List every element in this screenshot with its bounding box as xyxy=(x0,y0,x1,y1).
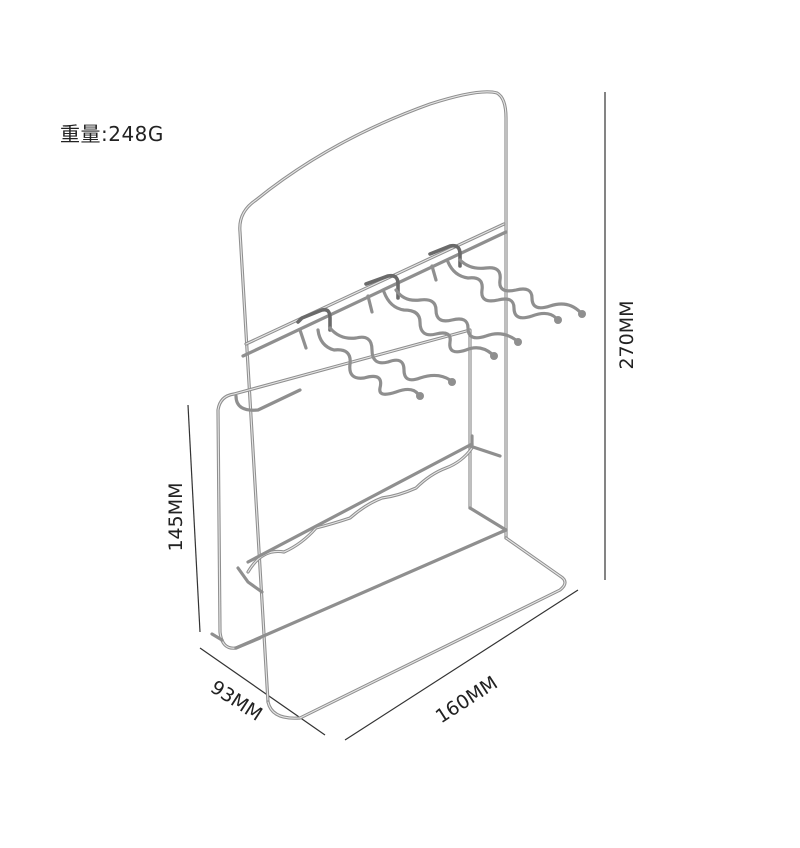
weight-label: 重量:248G xyxy=(60,122,164,146)
depth-dimension-line xyxy=(199,647,326,736)
depth-dimension-label: 93MM xyxy=(206,676,266,725)
width-dimension-label: 160MM xyxy=(432,672,502,728)
base-height-dimension-label: 145MM xyxy=(165,482,187,551)
stand-frame xyxy=(210,90,586,720)
width-dimension-line xyxy=(344,589,579,741)
height-dimension-label: 270MM xyxy=(616,300,638,369)
base-height-dimension-line xyxy=(187,404,201,633)
